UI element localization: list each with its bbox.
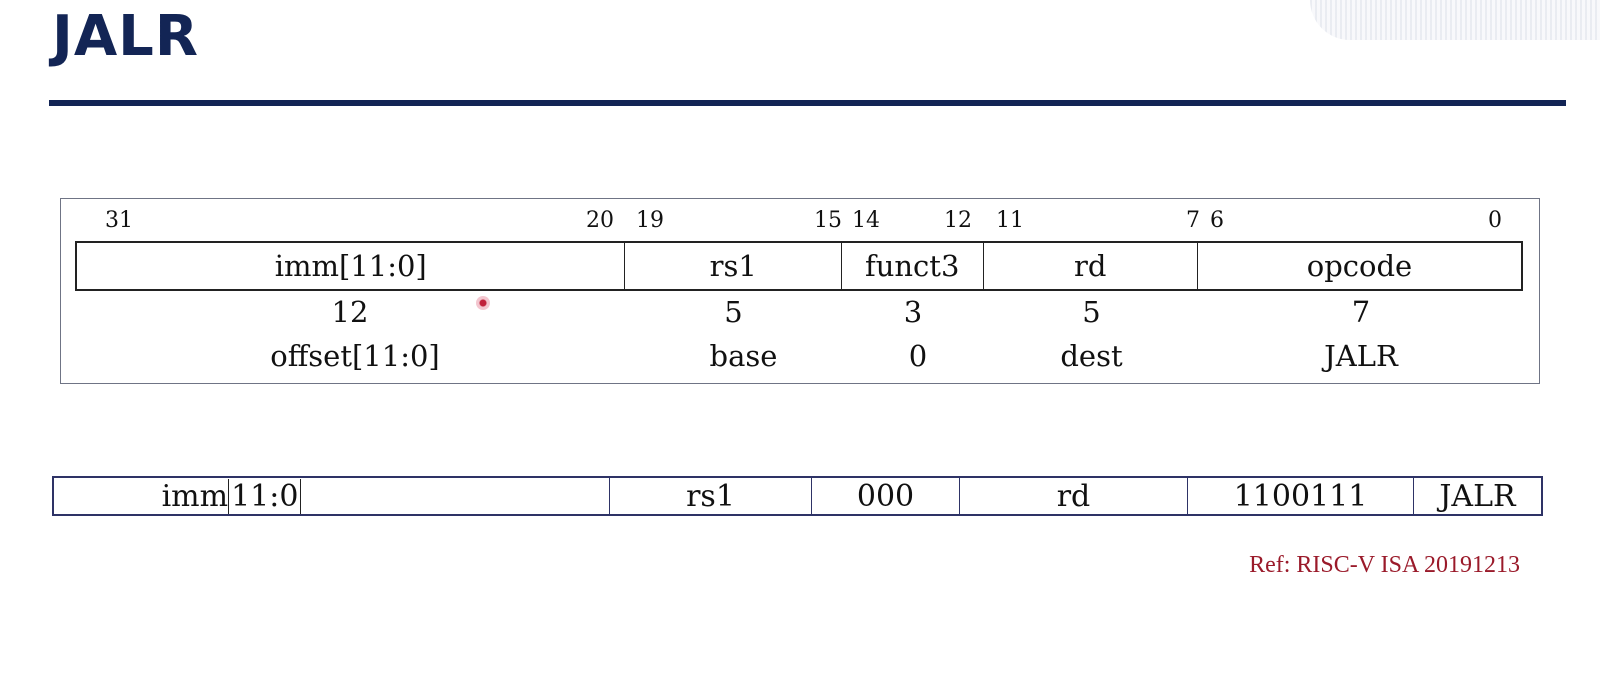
bit-label-6: 6 [1210, 208, 1224, 233]
bit-label-19: 19 [636, 208, 664, 233]
bit-label-7: 7 [1186, 208, 1200, 233]
field-opcode: opcode [1306, 249, 1413, 283]
bit-label-31: 31 [105, 208, 133, 233]
encoding-imm: imm 11:0 [54, 478, 610, 514]
meaning-imm: offset[11:0] [270, 339, 440, 373]
encoding-row: imm 11:0 rs1 000 rd 1100111 JALR [52, 476, 1543, 516]
width-opcode: 7 [1351, 295, 1371, 329]
width-rs1: 5 [724, 295, 743, 329]
field-imm: imm[11:0] [77, 243, 626, 289]
slide-title: JALR [52, 4, 199, 69]
encoding-funct3: 000 [812, 478, 960, 514]
reference-note: Ref: RISC-V ISA 20191213 [1249, 552, 1520, 578]
encoding-rd: rd [960, 478, 1188, 514]
bit-label-15: 15 [814, 208, 842, 233]
corner-decoration [1310, 0, 1600, 40]
encoding-rs1: rs1 [610, 478, 812, 514]
bit-label-14: 14 [852, 208, 880, 233]
width-row: 12 5 3 5 7 [75, 292, 1523, 332]
bit-label-11: 11 [996, 208, 1024, 233]
width-rd: 5 [1082, 295, 1101, 329]
meaning-rs1: base [709, 339, 778, 373]
meaning-row: offset[11:0] base 0 dest JALR [75, 336, 1523, 376]
encoding-opcode: 1100111 [1188, 478, 1414, 514]
title-underline [49, 100, 1566, 106]
encoding-imm-prefix: imm [161, 478, 229, 514]
meaning-rd: dest [1060, 339, 1123, 373]
field-rs1: rs1 [625, 243, 842, 289]
bit-label-20: 20 [586, 208, 614, 233]
meaning-opcode: JALR [1324, 339, 1398, 373]
field-row: imm[11:0] rs1 funct3 rd opcode [75, 241, 1523, 291]
bit-label-12: 12 [944, 208, 972, 233]
field-rd: rd [984, 243, 1198, 289]
encoding-mnemonic: JALR [1439, 478, 1516, 514]
laser-pointer-dot [476, 296, 490, 310]
instruction-format-frame [60, 198, 1540, 384]
width-funct3: 3 [903, 295, 923, 329]
bit-label-0: 0 [1488, 208, 1502, 233]
field-funct3: funct3 [842, 243, 984, 289]
width-imm: 12 [331, 295, 369, 329]
meaning-funct3: 0 [908, 339, 928, 373]
encoding-imm-range: 11:0 [228, 478, 302, 514]
